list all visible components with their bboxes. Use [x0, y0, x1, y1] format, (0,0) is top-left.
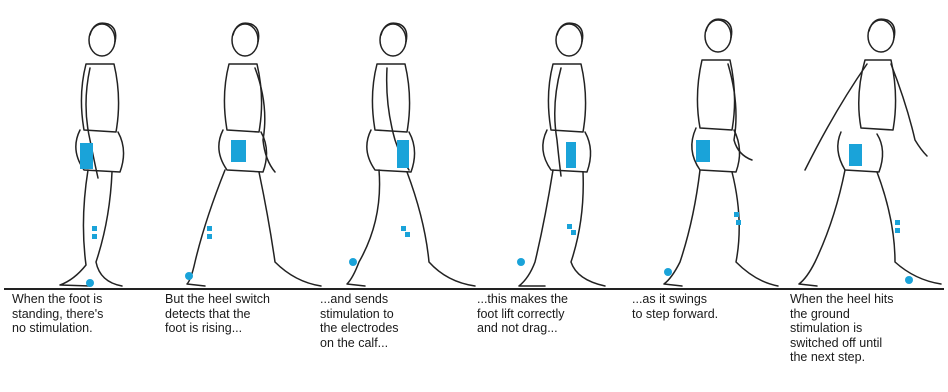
- heel-switch: [185, 272, 193, 280]
- electrode-lower: [92, 234, 97, 239]
- electrode-upper: [895, 220, 900, 225]
- hair: [557, 23, 583, 42]
- electrode-upper: [567, 224, 572, 229]
- caption-5: ...as it swings to step forward.: [632, 292, 777, 321]
- back-leg: [519, 170, 553, 286]
- electrode-lower: [571, 230, 576, 235]
- electrode-lower: [736, 220, 741, 225]
- caption-3: ...and sends stimulation to the electrod…: [320, 292, 465, 350]
- arm-front: [891, 64, 927, 156]
- heel-switch: [664, 268, 672, 276]
- back-leg: [799, 170, 845, 286]
- electrode-lower: [405, 232, 410, 237]
- torso: [859, 60, 896, 130]
- hair: [381, 23, 407, 42]
- stimulator-unit: [696, 140, 710, 162]
- back-leg: [347, 170, 380, 286]
- torso: [548, 64, 585, 132]
- hair: [706, 19, 732, 38]
- torso: [224, 64, 261, 132]
- caption-2: But the heel switch detects that the foo…: [165, 292, 310, 336]
- stimulator-unit: [80, 143, 93, 169]
- back-leg: [187, 170, 225, 286]
- heel-switch: [517, 258, 525, 266]
- torso: [697, 60, 734, 130]
- electrode-lower: [895, 228, 900, 233]
- electrode-lower: [207, 234, 212, 239]
- walker-figure-3: [347, 23, 475, 286]
- stimulator-unit: [566, 142, 576, 168]
- front-leg: [877, 172, 941, 284]
- hair: [90, 23, 116, 42]
- electrode-upper: [92, 226, 97, 231]
- walker-figure-4: [517, 23, 605, 286]
- electrode-upper: [734, 212, 739, 217]
- front-leg: [571, 172, 605, 286]
- stimulator-unit: [849, 144, 862, 166]
- front-leg: [732, 172, 778, 286]
- hair: [233, 23, 259, 42]
- electrode-upper: [401, 226, 406, 231]
- electrode-upper: [207, 226, 212, 231]
- caption-4: ...this makes the foot lift correctly an…: [477, 292, 622, 336]
- walker-figure-2: [185, 23, 321, 286]
- arm: [255, 68, 275, 172]
- hair: [869, 19, 895, 38]
- arm: [555, 68, 561, 176]
- stimulator-unit: [397, 140, 409, 168]
- front-leg: [96, 172, 122, 286]
- stimulator-unit: [231, 140, 246, 162]
- front-leg: [259, 172, 321, 286]
- caption-6: When the heel hits the ground stimulatio…: [790, 292, 935, 365]
- heel-switch: [86, 279, 94, 287]
- arm: [728, 64, 752, 160]
- heel-switch: [905, 276, 913, 284]
- heel-switch: [349, 258, 357, 266]
- walker-figure-6: [799, 19, 941, 286]
- caption-1: When the foot is standing, there's no st…: [12, 292, 157, 336]
- walker-figure-1: [60, 23, 124, 287]
- walker-figure-5: [664, 19, 778, 286]
- front-leg: [407, 172, 475, 286]
- back-leg: [60, 170, 90, 286]
